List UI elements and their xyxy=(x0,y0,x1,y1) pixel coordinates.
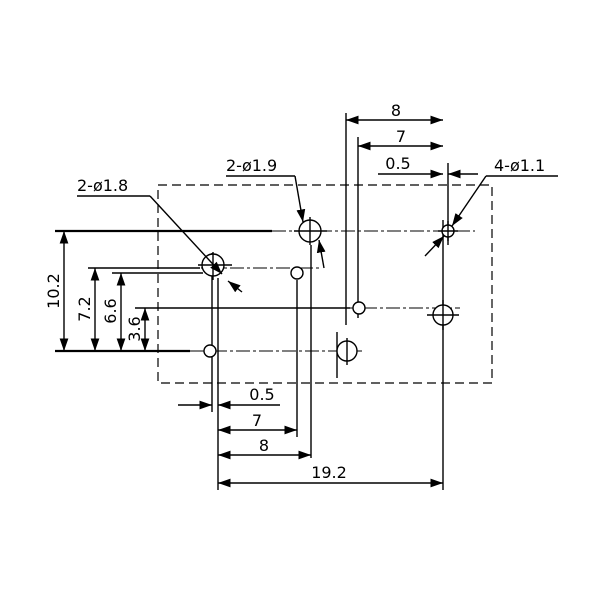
dim-label-6-6: 6.6 xyxy=(101,298,120,323)
vertical-extension-lines xyxy=(211,113,449,490)
dim-label-10-2: 10.2 xyxy=(44,273,63,309)
holes xyxy=(198,217,459,365)
dim-label-top-0-5: 0.5 xyxy=(385,154,410,173)
dim-label-bottom-7: 7 xyxy=(252,411,262,430)
dim-label-bottom-0-5: 0.5 xyxy=(249,385,274,404)
callout-2-holes-d1-8: 2-ø1.8 xyxy=(77,176,128,195)
dim-label-3-6: 3.6 xyxy=(125,316,144,341)
callout-4-holes: 4-ø1.1 xyxy=(494,156,545,175)
dimension-lines xyxy=(59,115,478,488)
dim-label-top-8: 8 xyxy=(391,101,401,120)
hole-small-mid xyxy=(290,266,304,280)
hole-small-right xyxy=(352,301,366,315)
dim-label-bottom-8: 8 xyxy=(259,436,269,455)
dim-label-7-2: 7.2 xyxy=(75,296,94,321)
leaders xyxy=(77,175,558,293)
dim-label-19-2: 19.2 xyxy=(311,463,347,482)
callout-2-holes-d1-9: 2-ø1.9 xyxy=(226,156,277,175)
hole-small-bottom-left xyxy=(203,344,217,358)
horizontal-extension-lines xyxy=(55,229,350,353)
center-lines xyxy=(115,230,475,352)
dim-label-top-7: 7 xyxy=(396,127,406,146)
